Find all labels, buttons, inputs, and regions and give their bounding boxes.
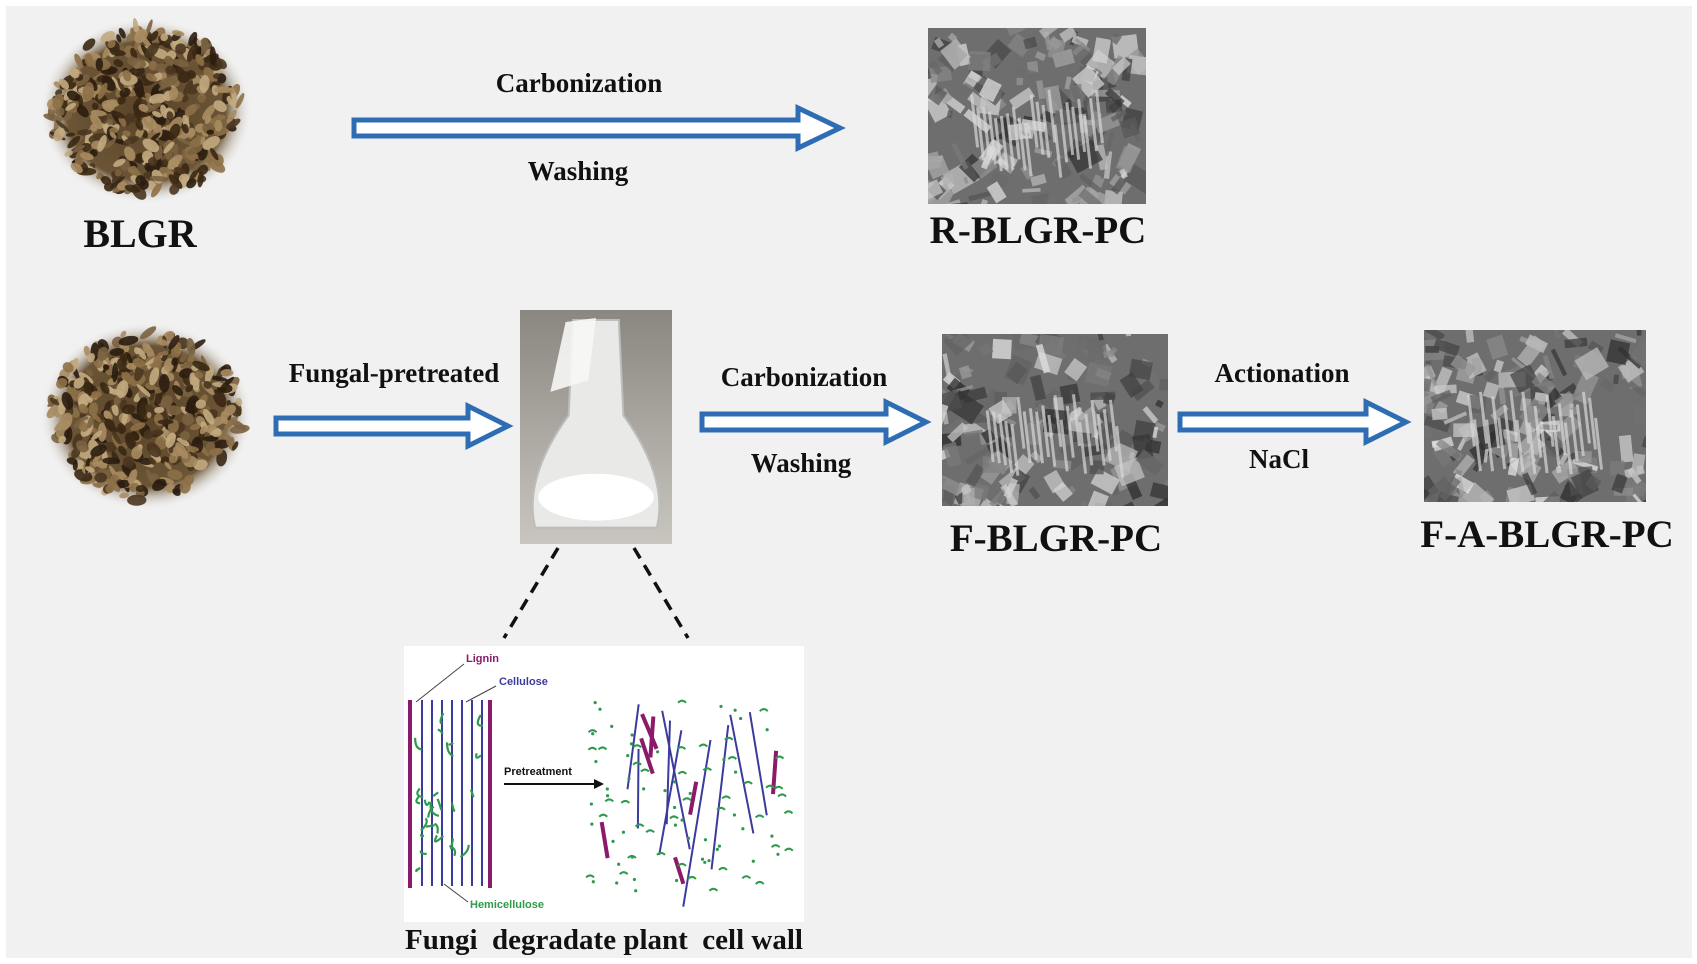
washing-label-bottom: Washing xyxy=(750,448,852,478)
pretreatment-label: Pretreatment xyxy=(504,766,572,778)
diagram-canvas: BLGR Carbonization Washing R-BLGR-PC Fun… xyxy=(6,6,1692,958)
actionation-label: Actionation xyxy=(1214,358,1350,388)
f-a-blgr-pc-sem-image xyxy=(1424,330,1646,502)
fungal-pretreated-label: Fungal-pretreated xyxy=(288,358,500,388)
inset-caption: Fungi degradate plant cell wall xyxy=(405,924,803,956)
fungal-pretreated-arrow xyxy=(273,401,514,451)
cellulose-leader xyxy=(465,685,497,703)
blgr-raw-image-top xyxy=(40,18,252,204)
cell-wall-inset: Lignin Cellulose Pretreatment Hemicellul… xyxy=(404,646,804,922)
lignin-label: Lignin xyxy=(466,653,499,665)
fungal-flask-image xyxy=(520,310,672,544)
cell-wall-schematic xyxy=(408,663,794,907)
carbonization-arrow-top xyxy=(351,104,846,152)
activation-arrow xyxy=(1177,397,1412,447)
f-blgr-pc-sem-image xyxy=(942,334,1168,506)
zoom-dashed-lines xyxy=(502,547,690,639)
lignin-leader xyxy=(415,663,465,703)
f-blgr-pc-label: F-BLGR-PC xyxy=(949,517,1163,560)
f-a-blgr-pc-label: F-A-BLGR-PC xyxy=(1420,513,1674,556)
cellulose-label: Cellulose xyxy=(499,676,548,688)
hemicellulose-label: Hemicellulose xyxy=(470,899,544,911)
r-blgr-pc-sem-image xyxy=(928,28,1146,204)
carbonization-arrow-bottom xyxy=(699,397,932,447)
carbonization-label-bottom: Carbonization xyxy=(720,362,888,392)
carbonization-label-top: Carbonization xyxy=(495,68,663,98)
nacl-label: NaCl xyxy=(1249,444,1309,474)
r-blgr-pc-label: R-BLGR-PC xyxy=(929,209,1147,252)
hemicellulose-leader xyxy=(443,883,469,903)
blgr-label: BLGR xyxy=(83,211,197,256)
washing-label-top: Washing xyxy=(527,156,629,186)
blgr-raw-image-bottom xyxy=(40,322,252,510)
